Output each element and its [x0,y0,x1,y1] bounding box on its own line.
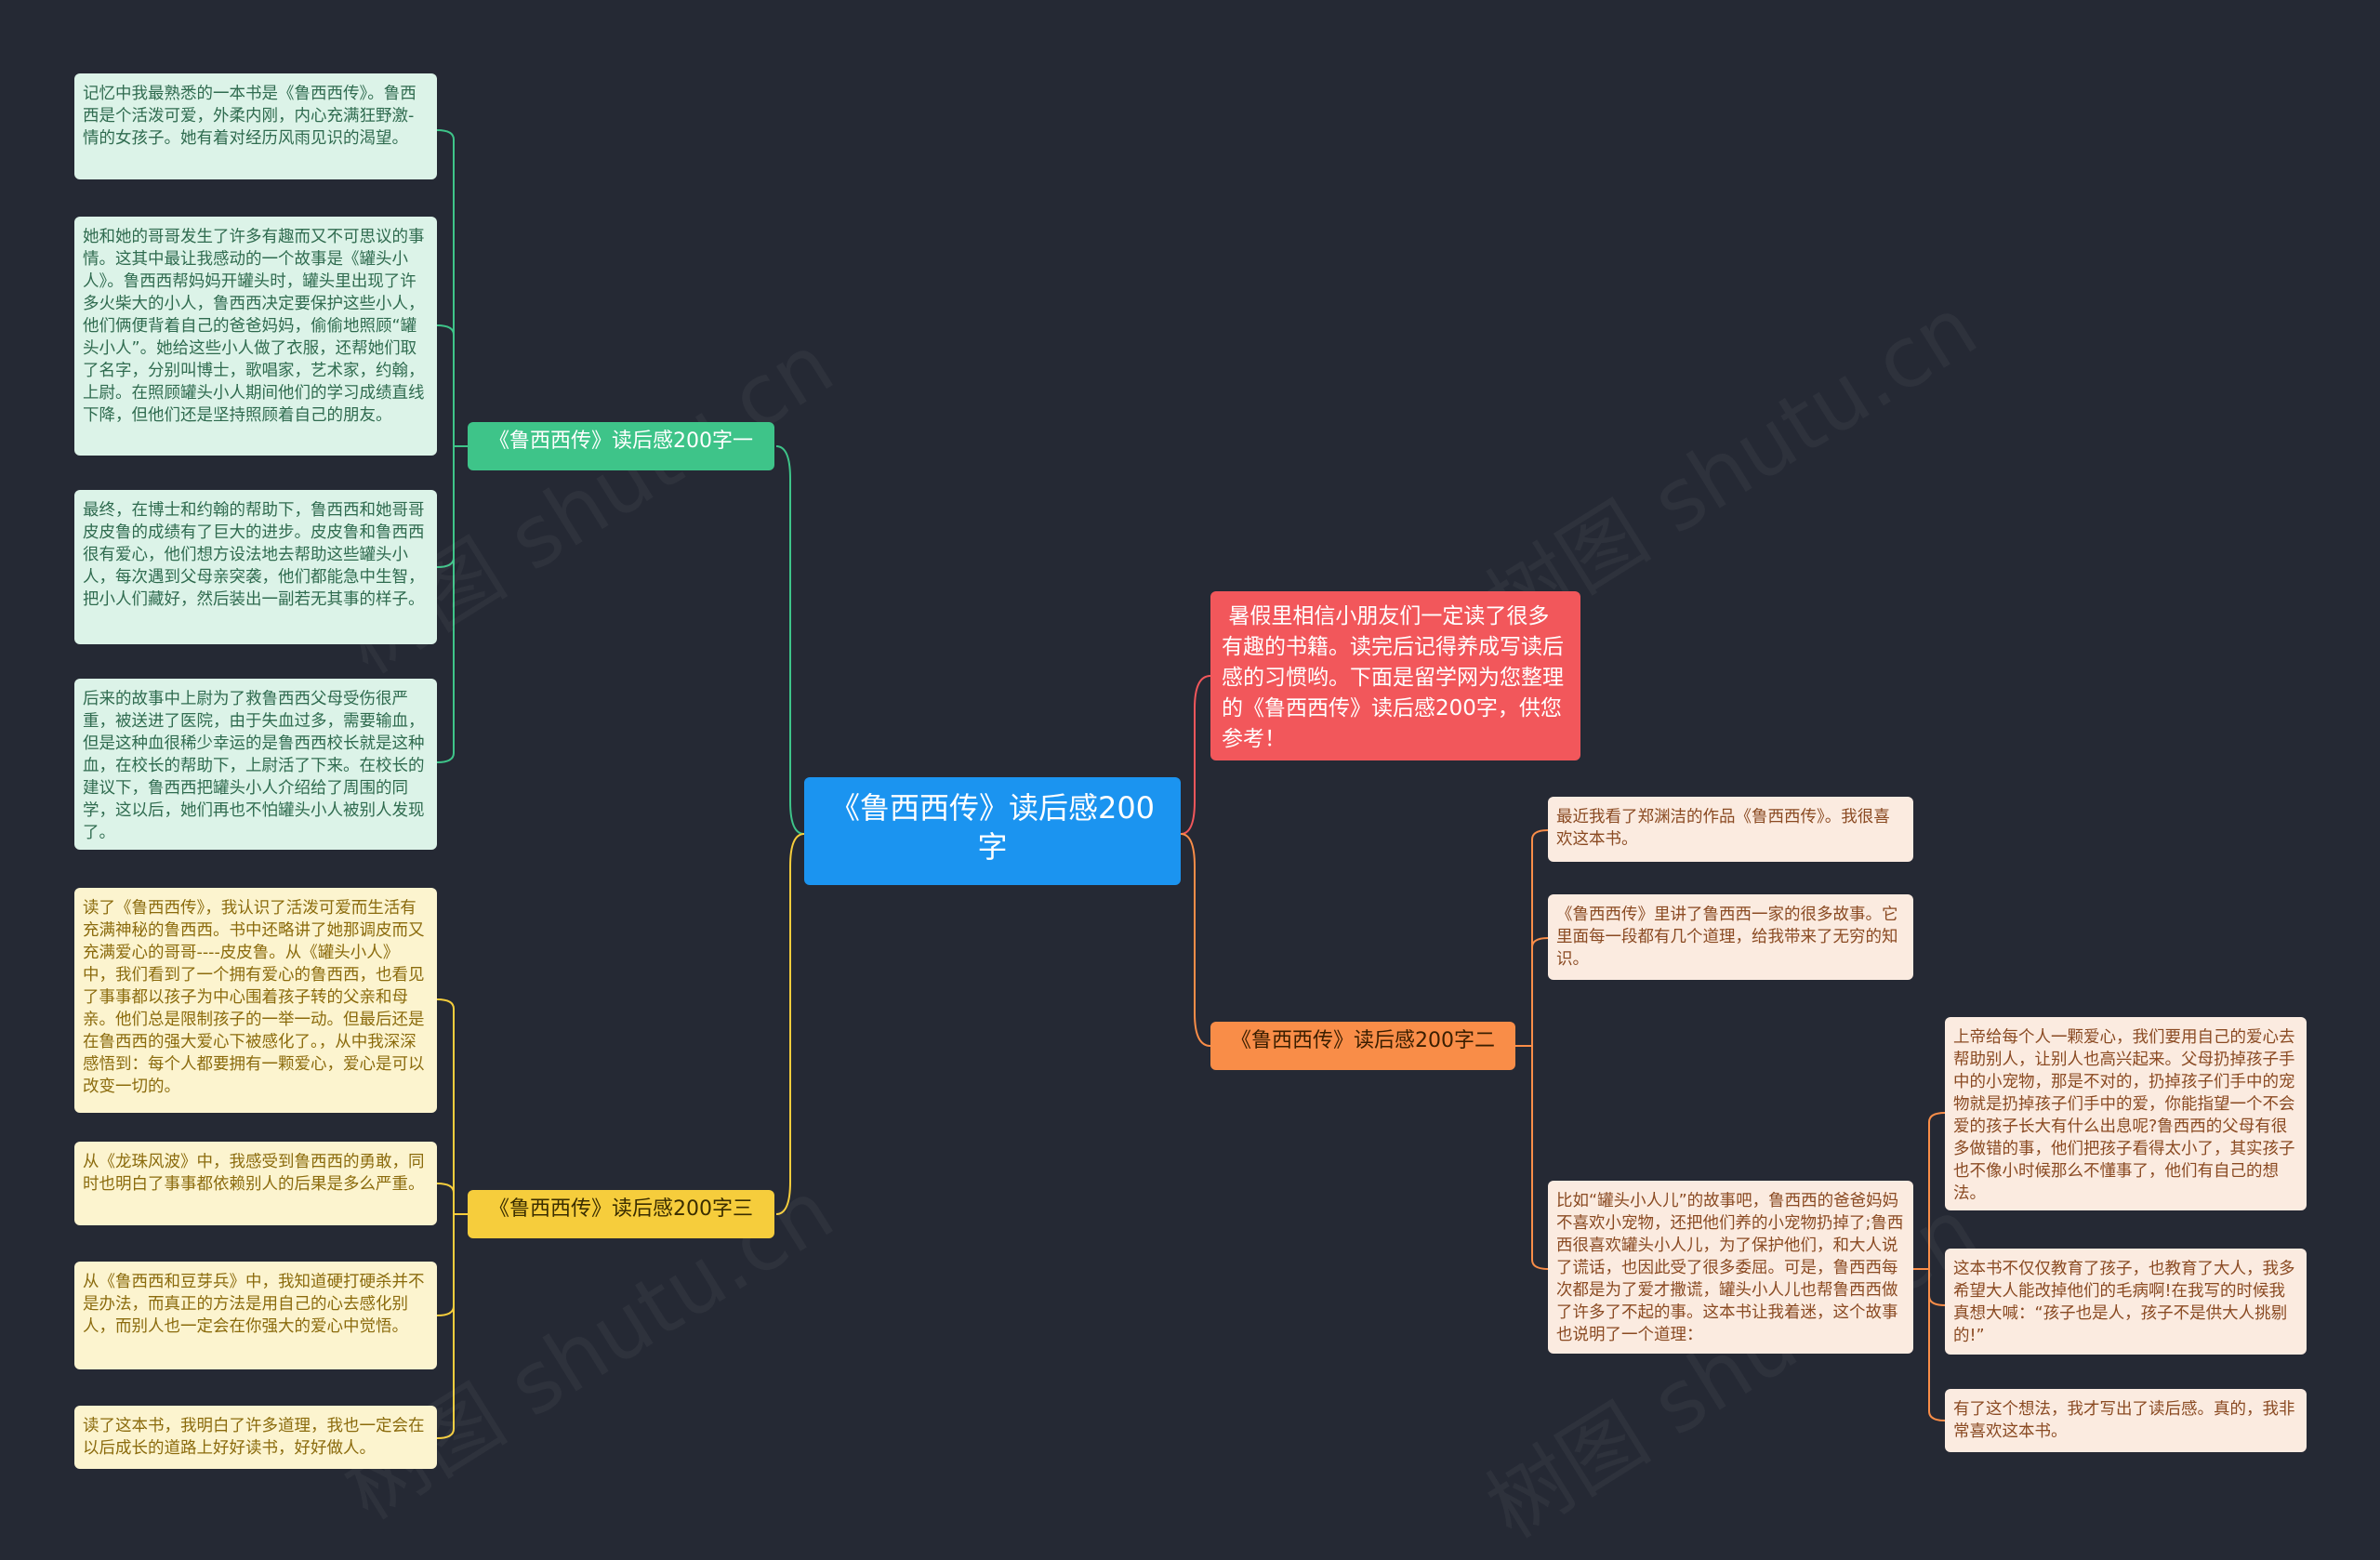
leaf-three-3[interactable]: 从《鲁西西和豆芽兵》中，我知道硬打硬杀并不是办法，而真正的方法是用自己的心去感化… [74,1262,437,1369]
branch-two[interactable]: 《鲁西西传》读后感200字二 [1210,1022,1515,1070]
intro-note[interactable]: 暑假里相信小朋友们一定读了很多有趣的书籍。读完后记得养成写读后感的习惯哟。下面是… [1210,591,1580,760]
subleaf-3[interactable]: 有了这个想法，我才写出了读后感。真的，我非常喜欢这本书。 [1945,1389,2307,1452]
root-topic[interactable]: 《鲁西西传》读后感200 字 [804,777,1181,885]
leaf-one-1[interactable]: 记忆中我最熟悉的一本书是《鲁西西传》。鲁西西是个活泼可爱，外柔内刚，内心充满狂野… [74,73,437,179]
leaf-three-1[interactable]: 读了《鲁西西传》，我认识了活泼可爱而生活有充满神秘的鲁西西。书中还略讲了她那调皮… [74,888,437,1113]
leaf-two-2[interactable]: 《鲁西西传》里讲了鲁西西一家的很多故事。它里面每一段都有几个道理，给我带来了无穷… [1548,894,1913,980]
leaf-one-4[interactable]: 后来的故事中上尉为了救鲁西西父母受伤很严重，被送进了医院，由于失血过多，需要输血… [74,679,437,850]
leaf-one-2[interactable]: 她和她的哥哥发生了许多有趣而又不可思议的事情。这其中最让我感动的一个故事是《罐头… [74,217,437,456]
leaf-two-3[interactable]: 比如“罐头小人儿”的故事吧，鲁西西的爸爸妈妈不喜欢小宠物，还把他们养的小宠物扔掉… [1548,1181,1913,1354]
subleaf-1[interactable]: 上帝给每个人一颗爱心，我们要用自己的爱心去帮助别人，让别人也高兴起来。父母扔掉孩… [1945,1017,2307,1210]
leaf-one-3[interactable]: 最终，在博士和约翰的帮助下，鲁西西和她哥哥皮皮鲁的成绩有了巨大的进步。皮皮鲁和鲁… [74,490,437,644]
leaf-two-1[interactable]: 最近我看了郑渊洁的作品《鲁西西传》。我很喜欢这本书。 [1548,797,1913,862]
branch-three[interactable]: 《鲁西西传》读后感200字三 [468,1190,774,1238]
leaf-three-2[interactable]: 从《龙珠风波》中，我感受到鲁西西的勇敢，同时也明白了事事都依赖别人的后果是多么严… [74,1142,437,1225]
subleaf-2[interactable]: 这本书不仅仅教育了孩子，也教育了大人，我多希望大人能改掉他们的毛病啊!在我写的时… [1945,1249,2307,1355]
branch-one[interactable]: 《鲁西西传》读后感200字一 [468,422,774,470]
leaf-three-4[interactable]: 读了这本书，我明白了许多道理，我也一定会在以后成长的道路上好好读书，好好做人。 [74,1406,437,1469]
